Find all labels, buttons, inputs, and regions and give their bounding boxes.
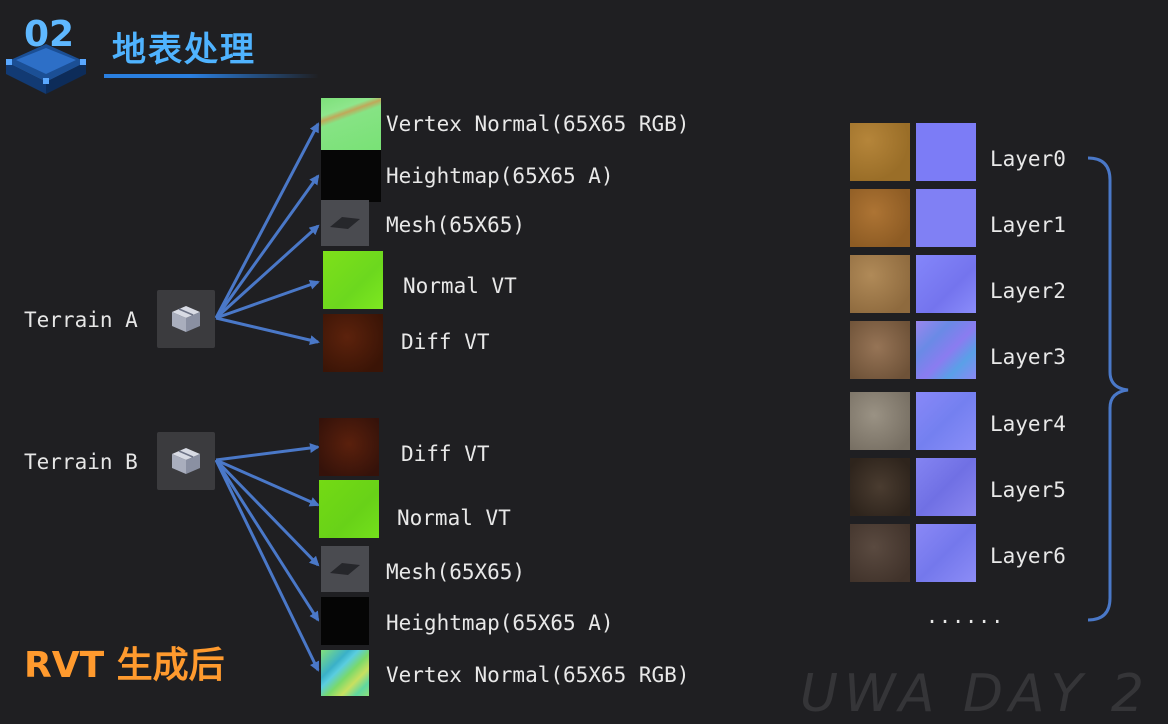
- tex-heightmap: [321, 150, 381, 202]
- tex-label: Normal VT: [403, 274, 517, 298]
- tex-label: Vertex Normal(65X65 RGB): [386, 112, 690, 136]
- arrow-b-vertex-normal: [214, 459, 320, 672]
- title-underline: [104, 74, 319, 78]
- layer6-normal-swatch: [916, 524, 976, 582]
- page-title: 地表处理: [112, 30, 256, 70]
- tex-label: Mesh(65X65): [386, 560, 526, 584]
- tex-label: Diff VT: [401, 330, 490, 354]
- tex-label: Diff VT: [401, 442, 490, 466]
- flow-arrows: [214, 122, 1129, 672]
- tex-mesh: [321, 546, 369, 592]
- layer2-normal-swatch: [916, 255, 976, 313]
- logo-02-icon: 02: [6, 14, 86, 94]
- tex-normal-vt: [323, 251, 383, 309]
- tex-vertex-normal: [321, 98, 381, 150]
- tex-label: Mesh(65X65): [386, 213, 526, 237]
- svg-text:02: 02: [24, 14, 74, 55]
- arrow-a-heightmap: [214, 174, 320, 319]
- arrow-b-mesh: [214, 458, 320, 567]
- layer0-diffuse-swatch: [850, 123, 910, 181]
- layer5-normal-swatch: [916, 458, 976, 516]
- arrow-a-vertex-normal: [214, 122, 320, 319]
- layer4-diffuse-swatch: [850, 392, 910, 450]
- layer-label: Layer0: [990, 147, 1066, 171]
- layer-label: Layer1: [990, 213, 1066, 237]
- watermark: UWA DAY 2: [800, 664, 1150, 724]
- tex-label: Heightmap(65X65 A): [386, 611, 614, 635]
- tex-label: Vertex Normal(65X65 RGB): [386, 663, 690, 687]
- arrow-b-diff-vt: [215, 443, 320, 462]
- package-box-icon: [172, 306, 200, 332]
- mesh-plane-icon: [330, 217, 360, 229]
- terrain-a-label: Terrain A: [24, 308, 138, 332]
- layer5-diffuse-swatch: [850, 458, 910, 516]
- arrow-b-heightmap: [214, 459, 320, 622]
- terrain-b-label: Terrain B: [24, 450, 138, 474]
- layer2-diffuse-swatch: [850, 255, 910, 313]
- layer0-normal-swatch: [916, 123, 976, 181]
- ellipsis: ......: [926, 604, 1005, 628]
- layer1-diffuse-swatch: [850, 189, 910, 247]
- layer3-diffuse-swatch: [850, 321, 910, 379]
- mesh-plane-icon: [330, 563, 360, 575]
- tex-vertex-normal: [321, 650, 369, 696]
- arrow-b-normal-vt: [215, 458, 320, 507]
- layer-label: Layer6: [990, 544, 1066, 568]
- tex-label: Heightmap(65X65 A): [386, 164, 614, 188]
- tex-normal-vt: [319, 480, 379, 538]
- arrow-a-diff-vt: [215, 316, 320, 346]
- layer4-normal-swatch: [916, 392, 976, 450]
- arrow-a-normal-vt: [215, 279, 320, 320]
- terrain-b-node[interactable]: [157, 432, 215, 490]
- rvt-caption: RVT 生成后: [24, 645, 225, 686]
- layer-label: Layer4: [990, 412, 1066, 436]
- tex-mesh: [321, 200, 369, 246]
- layer1-normal-swatch: [916, 189, 976, 247]
- tex-diff-vt: [319, 418, 379, 476]
- terrain-a-node[interactable]: [157, 290, 215, 348]
- layer3-normal-swatch: [916, 321, 976, 379]
- layers-brace: [1087, 156, 1129, 622]
- tex-diff-vt: [323, 314, 383, 372]
- tex-label: Normal VT: [397, 506, 511, 530]
- layer6-diffuse-swatch: [850, 524, 910, 582]
- layer-label: Layer2: [990, 279, 1066, 303]
- package-box-icon: [172, 448, 200, 474]
- tex-heightmap: [321, 597, 369, 645]
- layer-label: Layer5: [990, 478, 1066, 502]
- arrow-a-mesh: [214, 224, 320, 320]
- layer-label: Layer3: [990, 345, 1066, 369]
